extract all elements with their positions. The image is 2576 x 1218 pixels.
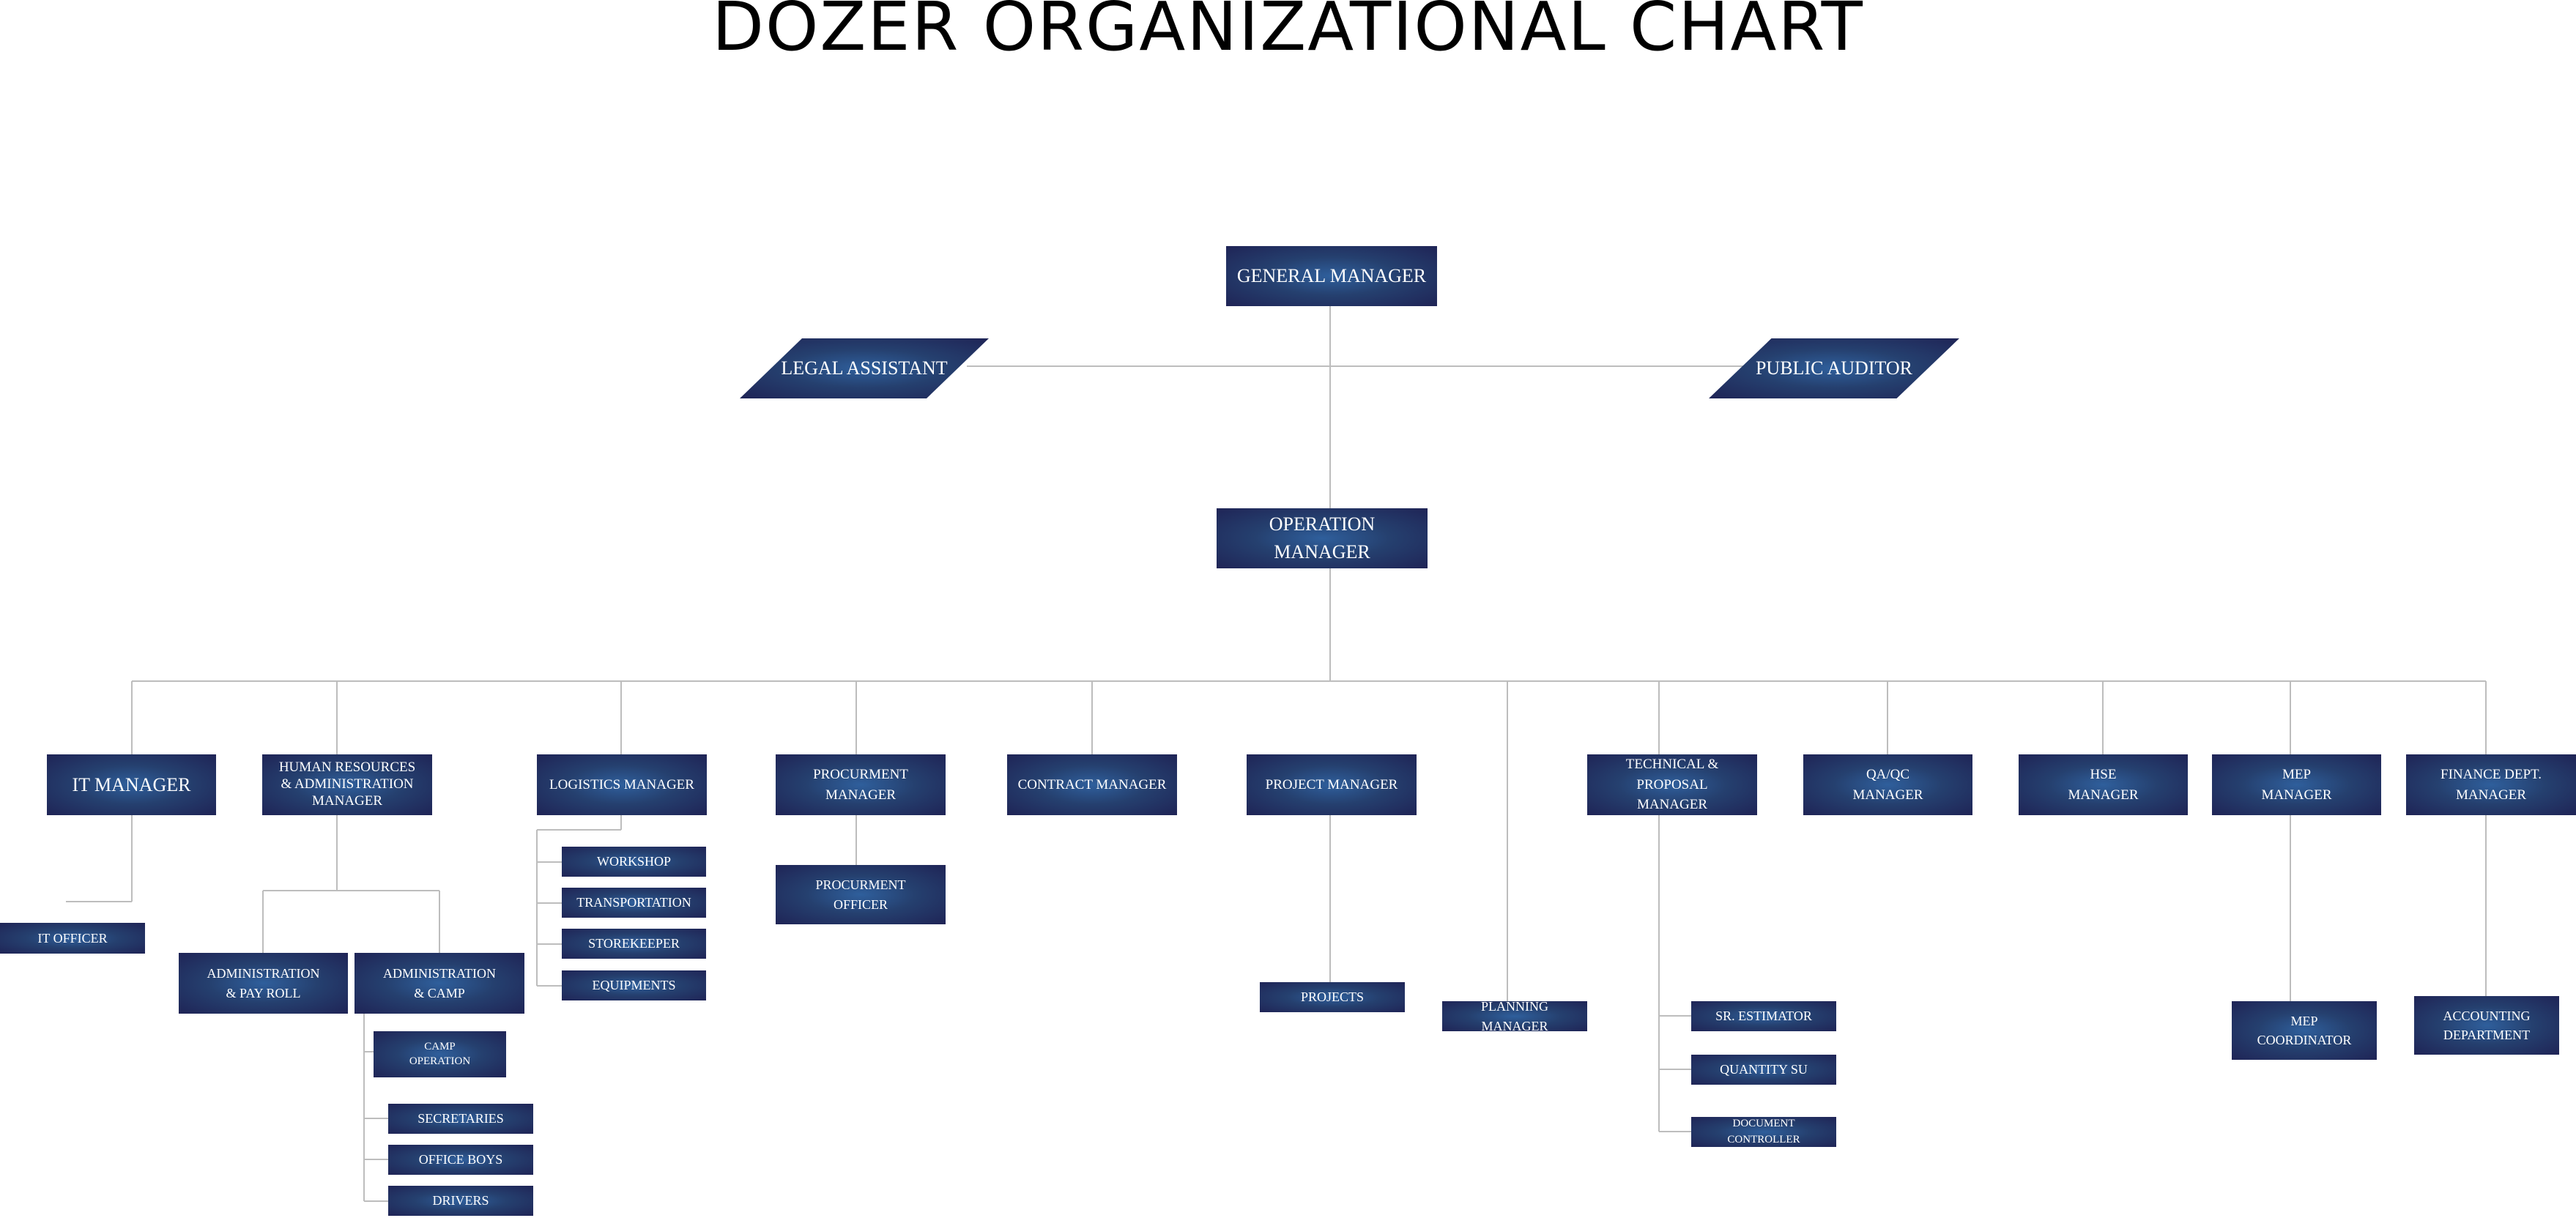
general-manager-box: GENERAL MANAGER (1226, 246, 1437, 306)
projects-box: PROJECTS (1260, 982, 1405, 1012)
it-manager-box: IT MANAGER (47, 754, 216, 815)
equipments-box: EQUIPMENTS (562, 970, 706, 1000)
admin-camp-box: ADMINISTRATION & CAMP (355, 953, 524, 1014)
it-officer-box: IT OFFICER (0, 923, 145, 954)
secretaries-box: SECRETARIES (388, 1104, 533, 1134)
document-controller-box: DOCUMENT CONTROLLER (1691, 1117, 1836, 1147)
mep-manager-box: MEP MANAGER (2212, 754, 2381, 815)
project-manager-box: PROJECT MANAGER (1247, 754, 1417, 815)
accounting-department-box: ACCOUNTING DEPARTMENT (2414, 996, 2559, 1055)
storekeeper-box: STOREKEEPER (562, 929, 706, 959)
chart-title: DOZER ORGANIZATIONAL CHART (712, 0, 1864, 66)
operation-manager-box: OPERATION MANAGER (1217, 508, 1428, 568)
procurement-officer-box: PROCURMENT OFFICER (776, 865, 946, 924)
public-auditor-box: PUBLIC AUDITOR (1709, 338, 1959, 398)
drivers-box: DRIVERS (388, 1186, 533, 1216)
workshop-box: WORKSHOP (562, 847, 706, 877)
technical-proposal-manager-box: TECHNICAL & PROPOSAL MANAGER (1587, 754, 1757, 815)
office-boys-box: OFFICE BOYS (388, 1145, 533, 1175)
planning-manager-box: PLANNING MANAGER (1442, 1001, 1587, 1031)
procurement-manager-box: PROCURMENT MANAGER (776, 754, 946, 815)
contract-manager-box: CONTRACT MANAGER (1007, 754, 1177, 815)
hr-admin-manager-box: HUMAN RESOURCES & ADMINISTRATION MANAGER (262, 754, 432, 815)
quantity-su-box: QUANTITY SU (1691, 1055, 1836, 1085)
mep-coordinator-box: MEP COORDINATOR (2232, 1001, 2377, 1060)
sr-estimator-box: SR. ESTIMATOR (1691, 1001, 1836, 1031)
admin-payroll-box: ADMINISTRATION & PAY ROLL (179, 953, 348, 1014)
camp-operation-box: CAMP OPERATION (374, 1031, 506, 1077)
hse-manager-box: HSE MANAGER (2019, 754, 2188, 815)
logistics-manager-box: LOGISTICS MANAGER (537, 754, 707, 815)
finance-manager-box: FINANCE DEPT. MANAGER (2406, 754, 2576, 815)
qa-qc-manager-box: QA/QC MANAGER (1803, 754, 1972, 815)
transportation-box: TRANSPORTATION (562, 888, 706, 918)
